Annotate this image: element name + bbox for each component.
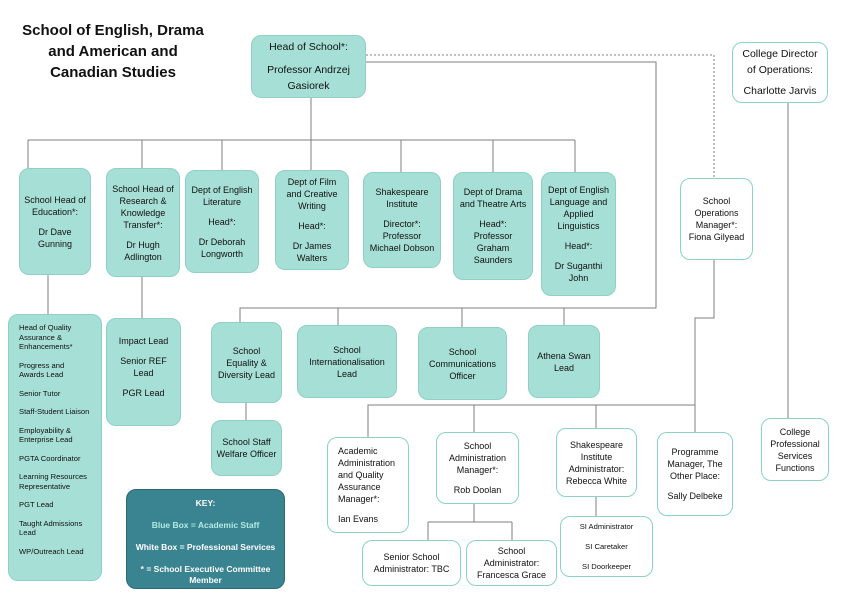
athena-swan-lead-label: Athena Swan Lead (537, 350, 591, 373)
si-staff-box: SI Administrator SI Caretaker SI Doorkee… (560, 516, 653, 577)
aqa-manager-box: Academic Administration and Quality Assu… (327, 437, 409, 533)
dept-drama-box: Dept of Drama and Theatre Arts Head*: Pr… (453, 172, 533, 280)
admin-manager-name: Rob Doolan (453, 485, 502, 495)
education-role-item: Staff-Student Liaison (19, 407, 90, 416)
head-of-education-name: Dr Dave Gunning (37, 226, 73, 249)
education-role-item: Progress and Awards Lead (19, 360, 65, 380)
operations-manager-box: School Operations Manager*: Fiona Gilyea… (680, 178, 753, 260)
shakespeare-institute-box: Shakespeare Institute Director*: Profess… (363, 172, 441, 268)
shakespeare-institute-role: Shakespeare Institute (375, 187, 429, 209)
education-role-item: Learning Resources Representative (19, 472, 87, 491)
aqa-manager-role: Academic Administration and Quality Assu… (338, 446, 396, 504)
research-role-item: Impact Lead (118, 336, 169, 346)
si-staff-item: SI Doorkeeper (582, 561, 631, 571)
education-role-item: WP/Outreach Lead (19, 546, 84, 556)
education-role-item: Head of Quality Assurance & Enhancements… (19, 323, 73, 351)
programme-manager-name: Sally Delbeke (667, 491, 723, 501)
dept-language-head: Head*: (564, 241, 593, 251)
college-services-label: College Professional Services Functions (770, 426, 820, 473)
chart-title: School of English, Drama and American an… (22, 22, 204, 81)
shakespeare-institute-name: Professor Michael Dobson (369, 231, 435, 253)
dept-drama-role: Dept of Drama and Theatre Arts (459, 187, 527, 209)
head-of-research-box: School Head of Research & Knowledge Tran… (106, 168, 180, 277)
dept-language-role: Dept of English Language and Applied Lin… (547, 185, 610, 231)
admin-manager-box: School Administration Manager*: Rob Dool… (436, 432, 519, 504)
dept-drama-name: Professor Graham Saunders (473, 231, 513, 265)
dept-film-head: Head*: (298, 221, 326, 231)
head-of-school-role: Head of School*: (269, 41, 348, 53)
dept-drama-head: Head*: (479, 219, 507, 229)
head-of-research-role: School Head of Research & Knowledge Tran… (112, 183, 174, 230)
key-white-box: White Box = Professional Services (135, 542, 276, 552)
si-administrator-name: Rebecca White (565, 475, 628, 486)
education-role-item: PGT Lead (19, 500, 54, 509)
head-of-school-box: Head of School*: Professor Andrzej Gasio… (251, 35, 366, 98)
internationalisation-lead-label: School Internationalisation Lead (309, 344, 385, 379)
admin-manager-role: School Administration Manager*: (448, 441, 507, 475)
programme-manager-role: Programme Manager, The Other Place: (667, 447, 723, 481)
key-title: KEY: (195, 498, 216, 508)
education-role-item: Employability & Enterprise Lead (19, 425, 73, 445)
welfare-officer-box: School Staff Welfare Officer (211, 420, 282, 476)
head-of-research-name: Dr Hugh Adlington (124, 239, 162, 262)
dept-english-name: Dr Deborah Longworth (198, 236, 246, 259)
research-roles-box: Impact Lead Senior REF Lead PGR Lead (106, 318, 181, 426)
internationalisation-lead-box: School Internationalisation Lead (297, 325, 397, 398)
athena-swan-lead-box: Athena Swan Lead (528, 325, 600, 398)
dept-english-role: Dept of English Literature (191, 184, 253, 207)
college-director-box: College Director of Operations: Charlott… (732, 42, 828, 103)
si-staff-item: SI Administrator (579, 521, 634, 531)
si-administrator-role: Shakespeare Institute Administrator: (568, 439, 625, 474)
head-of-education-role: School Head of Education*: (24, 194, 86, 217)
education-roles-box: Head of Quality Assurance & Enhancements… (8, 314, 102, 581)
dept-film-name: Dr James Walters (292, 241, 332, 263)
aqa-manager-name: Ian Evans (338, 514, 379, 524)
head-of-school-name: Professor Andrzej Gasiorek (267, 64, 350, 92)
college-director-role: College Director of Operations: (742, 48, 818, 76)
senior-administrator-label: Senior School Administrator: TBC (373, 552, 450, 574)
school-administrator-box: School Administrator: Francesca Grace (466, 540, 557, 586)
dept-english-box: Dept of English Literature Head*: Dr Deb… (185, 170, 259, 273)
key-blue-box: Blue Box = Academic Staff (151, 520, 260, 530)
communications-officer-label: School Communications Officer (428, 346, 497, 381)
si-staff-item: SI Caretaker (585, 541, 628, 551)
equality-lead-label: School Equality & Diversity Lead (217, 345, 276, 380)
communications-officer-box: School Communications Officer (418, 327, 507, 400)
dept-language-box: Dept of English Language and Applied Lin… (541, 172, 616, 296)
college-services-box: College Professional Services Functions (761, 418, 829, 481)
senior-administrator-box: Senior School Administrator: TBC (362, 540, 461, 586)
education-role-item: PGTA Coordinator (19, 453, 81, 463)
dept-language-name: Dr Suganthi John (554, 261, 603, 283)
dept-film-box: Dept of Film and Creative Writing Head*:… (275, 170, 349, 270)
legend-key: KEY: Blue Box = Academic Staff White Box… (126, 489, 285, 589)
si-administrator-box: Shakespeare Institute Administrator: Reb… (556, 428, 637, 497)
operations-manager-role: School Operations Manager*: (694, 196, 739, 230)
education-role-item: Taught Admissions Lead (19, 518, 83, 538)
research-role-item: PGR Lead (122, 388, 165, 398)
operations-manager-name: Fiona Gilyead (688, 232, 745, 242)
dept-english-head: Head*: (208, 216, 236, 227)
key-executive-member: * = School Executive Committee Member (140, 564, 271, 585)
school-administrator-label: School Administrator: Francesca Grace (476, 546, 547, 580)
education-role-item: Senior Tutor (19, 388, 61, 398)
dept-film-role: Dept of Film and Creative Writing (286, 177, 338, 211)
programme-manager-box: Programme Manager, The Other Place: Sall… (657, 432, 733, 516)
research-role-item: Senior REF Lead (120, 356, 167, 378)
equality-lead-box: School Equality & Diversity Lead (211, 322, 282, 403)
welfare-officer-label: School Staff Welfare Officer (216, 437, 277, 459)
head-of-education-box: School Head of Education*: Dr Dave Gunni… (19, 168, 91, 275)
college-director-name: Charlotte Jarvis (743, 85, 817, 97)
shakespeare-institute-director: Director*: (383, 219, 421, 229)
